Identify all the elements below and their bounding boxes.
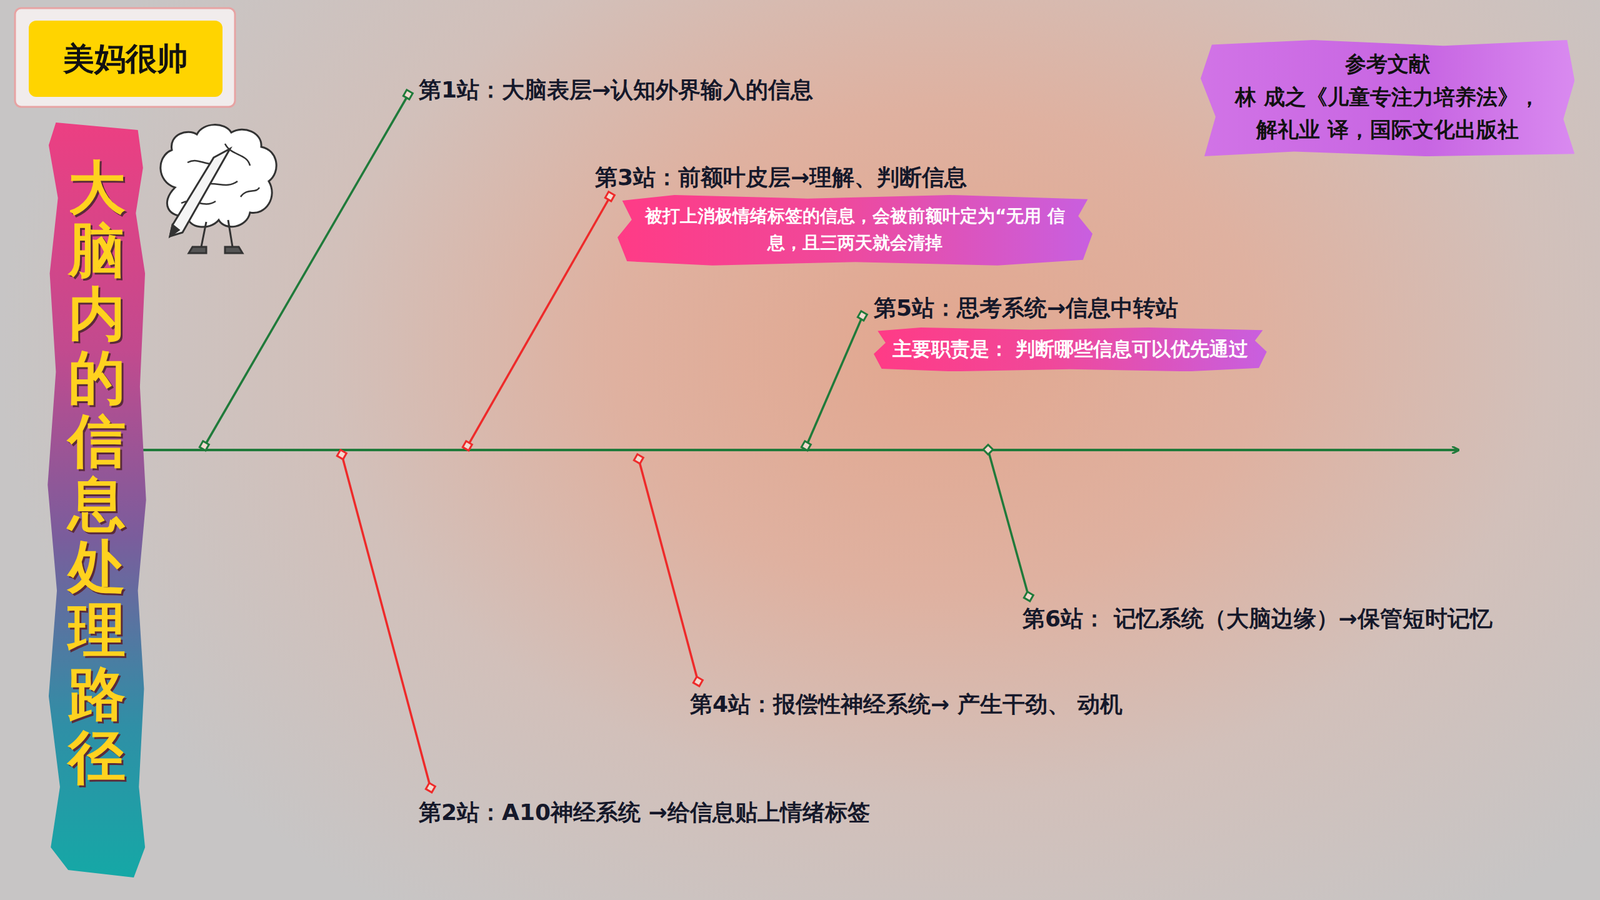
station-label: 第2站：A10神经系统 →给信息贴上情绪标签	[418, 798, 870, 826]
station-label: 第4站：报偿性神经系统→ 产生干劲、 动机	[690, 690, 1123, 718]
station-label: 第1站：大脑表层→认知外界输入的信息	[418, 76, 814, 104]
callout-text: 被打上消极情绪标签的信息，会被前额叶定为“无用 信息，且三两天就会清掉	[636, 202, 1074, 257]
badge-text: 美妈很帅	[63, 38, 189, 80]
reference-box: 参考文献林 成之《儿童专注力培养法》， 解礼业 译，国际文化出版社	[1200, 40, 1575, 157]
station-label: 第5站：思考系统→信息中转站	[873, 294, 1179, 322]
vertical-title: 大脑内的信息处理路径	[68, 156, 126, 789]
reference-body: 林 成之《儿童专注力培养法》， 解礼业 译，国际文化出版社	[1221, 80, 1554, 147]
callout-box: 被打上消极情绪标签的信息，会被前额叶定为“无用 信息，且三两天就会清掉	[617, 195, 1093, 266]
branch-markers	[199, 90, 1034, 793]
badge-box: 美妈很帅	[28, 20, 223, 97]
reference-heading: 参考文献	[1221, 47, 1554, 81]
badge-frame	[15, 8, 235, 107]
callout-text: 主要职责是： 判断哪些信息可以优先通过	[892, 336, 1249, 362]
station-label: 第6站： 记忆系统（大脑边缘）→保管短时记忆	[1022, 605, 1493, 632]
title-band: 大脑内的信息处理路径	[45, 122, 149, 878]
brain-illustration	[160, 125, 277, 254]
callout-box: 主要职责是： 判断哪些信息可以优先通过	[873, 327, 1267, 372]
station-label: 第3站：前额叶皮层→理解、判断信息	[595, 163, 967, 191]
